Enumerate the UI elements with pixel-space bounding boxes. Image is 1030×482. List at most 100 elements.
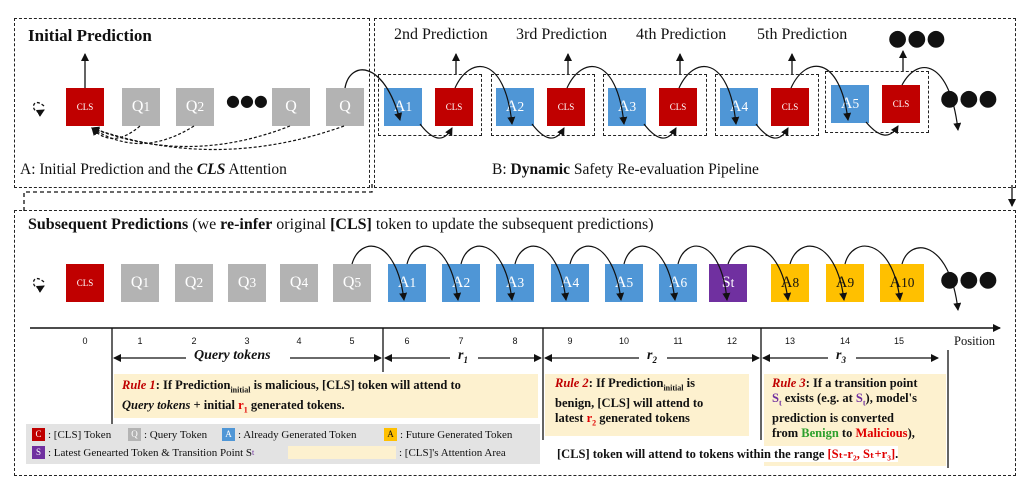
panel-b-caption-prefix: B: — [492, 161, 511, 178]
panel-b-caption-bold: Dynamic — [510, 161, 570, 178]
rule-1-box: Rule 1: If Predictioninitial is maliciou… — [114, 374, 538, 418]
panel-b-cls-loop-1 — [419, 123, 453, 139]
position-9: 9 — [567, 336, 573, 346]
legend-transition: S: Latest Genearted Token & Transition P… — [32, 446, 254, 459]
panel-c-title-rest-3: token to update the subsequent predictio… — [371, 216, 654, 233]
legend-future: A: Future Generated Token — [384, 428, 512, 441]
position-11: 11 — [673, 336, 683, 346]
legend-transition-swatch: S — [32, 446, 45, 459]
panel-b-cls-token-5: CLS — [882, 85, 920, 123]
panel-b-header-ellipsis: ●●● — [888, 26, 946, 51]
panel-c-title-rest-2: original — [272, 216, 331, 233]
panel-b-caption-suffix: Safety Re-evaluation Pipeline — [569, 161, 759, 178]
position-10: 10 — [618, 336, 629, 346]
panel-c-frame — [14, 210, 1016, 476]
panel-b-header-3rd: 3rd Prediction — [516, 26, 608, 43]
position-13: 13 — [784, 336, 795, 346]
position-1: 1 — [137, 336, 143, 346]
pair-box-1 — [378, 74, 482, 136]
legend-generated: A: Already Generated Token — [222, 428, 356, 441]
panel-b-cls-loop-2 — [531, 123, 565, 139]
position-0: 0 — [82, 336, 88, 346]
panel-b-header-4th: 4th Prediction — [636, 26, 727, 43]
panel-c-self-loop — [32, 278, 45, 293]
position-7: 7 — [458, 336, 464, 346]
panel-b-ellipsis: ●●● — [940, 86, 998, 111]
legend-query-swatch: Q — [128, 428, 141, 441]
panel-c-arc-q5-a1 — [351, 245, 408, 301]
panel-c-arc-a1-a2 — [406, 245, 462, 301]
panel-a-attention-arc-3 — [91, 125, 291, 148]
panel-c-arc-a2-a3 — [460, 245, 516, 301]
position-3: 3 — [244, 336, 250, 346]
panel-c-cls-token: CLS — [66, 264, 104, 302]
panel-a-caption-em: CLS — [196, 161, 226, 178]
panel-c-title-bold-3: [CLS] — [330, 216, 372, 233]
panel-c-title-bold: Subsequent Predictions — [28, 216, 189, 233]
legend-attention-swatch — [288, 446, 396, 459]
rule-3-label: Rule 3 — [772, 376, 806, 390]
panel-b-cls-token-4: CLS — [771, 88, 809, 126]
panel-a-frame — [14, 18, 370, 188]
position-5: 5 — [349, 336, 355, 346]
panel-b-header-5th: 5th Prediction — [757, 26, 848, 43]
panel-b-arc-1 — [454, 65, 516, 125]
panel-c-arc-a5-a6 — [623, 245, 679, 301]
panel-a-cls-token: CLS — [66, 88, 104, 126]
panel-a-attention-arc-1 — [91, 125, 141, 140]
position-8: 8 — [512, 336, 518, 346]
segment-r2: r2 — [643, 348, 661, 365]
panel-c-ellipsis: ●●● — [940, 267, 998, 292]
panel-a-caption: A: Initial Prediction and the CLS Attent… — [20, 161, 287, 179]
legend-generated-swatch: A — [222, 428, 235, 441]
panel-b-arc-4 — [790, 65, 852, 121]
position-12: 12 — [726, 336, 737, 346]
panel-a-q-last-token: Q — [326, 88, 364, 126]
panel-b-cls-loop-4 — [755, 123, 789, 139]
panel-a-ellipsis: ●●● — [226, 91, 268, 110]
panel-b-caption: B: Dynamic Safety Re-evaluation Pipeline — [492, 161, 759, 179]
attention-range-text: [CLS] token will attend to tokens within… — [557, 446, 899, 462]
legend — [26, 424, 540, 464]
panel-c-arc-a8-a9 — [789, 245, 848, 301]
legend-future-swatch: A — [384, 428, 397, 441]
panel-b-arc-5 — [901, 67, 962, 131]
position-14: 14 — [839, 336, 850, 346]
panel-a-caption-prefix: A: Initial Prediction and the — [20, 161, 197, 178]
panel-b-cls-token-3: CLS — [659, 88, 697, 126]
panel-b-arc-2 — [566, 65, 628, 125]
panel-c-arc-st-a8 — [727, 245, 792, 301]
position-axis-label: Position — [954, 334, 995, 348]
legend-cls-swatch: C — [32, 428, 45, 441]
panel-a-to-b-arc — [344, 69, 403, 121]
panel-b-cls-loop-3 — [643, 123, 677, 139]
position-4: 4 — [296, 336, 302, 346]
panel-b-arc-3 — [678, 65, 740, 125]
panel-c-arc-a6-st — [677, 245, 731, 301]
panel-a-title: Initial Prediction — [28, 26, 152, 45]
legend-cls: C: [CLS] Token — [32, 428, 111, 441]
panel-c-arc-a4-a5 — [569, 245, 625, 301]
panel-b-frame — [374, 18, 1016, 188]
panel-b-cls-loop-5 — [865, 121, 899, 136]
position-6: 6 — [404, 336, 410, 346]
panel-b-cls-token-2: CLS — [547, 88, 585, 126]
panel-c-title: Subsequent Predictions (we re-infer orig… — [28, 216, 654, 234]
rule-2-label: Rule 2 — [555, 376, 589, 390]
position-2: 2 — [191, 336, 197, 346]
panel-c-title-bold-2: re-infer — [220, 216, 273, 233]
panel-c-arc-a10-next — [901, 247, 962, 311]
panel-c-arc-a3-a4 — [514, 245, 570, 301]
